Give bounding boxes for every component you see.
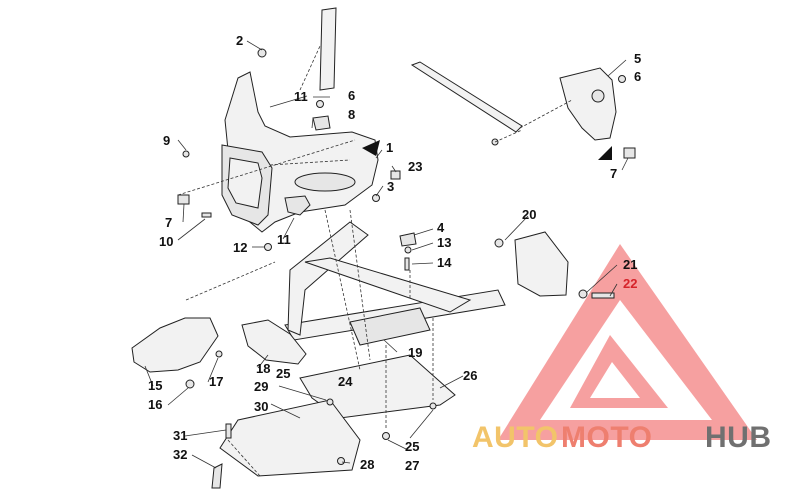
assembly-lines bbox=[177, 45, 573, 477]
side-mount-20 bbox=[514, 231, 569, 297]
callout-11-bottom: 11 bbox=[277, 232, 291, 247]
bolt-6-left bbox=[316, 100, 324, 108]
skid-plate-26 bbox=[299, 354, 456, 419]
rear-bracket-assembly bbox=[410, 61, 636, 160]
bracket-hole bbox=[591, 89, 605, 103]
side-bracket bbox=[284, 195, 311, 216]
skid-plates bbox=[211, 354, 456, 489]
bolt-2 bbox=[257, 48, 267, 58]
mounting-bracket-5 bbox=[559, 67, 617, 141]
callout-12: 12 bbox=[233, 240, 247, 255]
screw-9 bbox=[182, 150, 190, 158]
watermark-text-hub: HUB bbox=[705, 421, 772, 454]
center-oval-opening bbox=[294, 172, 356, 192]
mount-bracket-15 bbox=[131, 317, 219, 373]
callout-6-left: 6 bbox=[348, 88, 355, 103]
arrow-marker-left bbox=[362, 140, 380, 156]
callout-16: 16 bbox=[148, 397, 162, 412]
bolt-14 bbox=[404, 257, 410, 271]
clamp-4 bbox=[399, 232, 417, 247]
frame-lower-bracket bbox=[349, 307, 431, 346]
watermark-text: AUTO MOTO HUB bbox=[472, 421, 772, 454]
nut-23 bbox=[390, 170, 401, 180]
callout-25-right: 25 bbox=[405, 439, 419, 454]
callout-labels: 1 2 3 4 5 6 6 7 7 8 9 10 11 11 12 13 14 … bbox=[148, 33, 641, 473]
bolt-16 bbox=[185, 379, 195, 389]
nut-29 bbox=[326, 398, 334, 406]
bolt-12 bbox=[264, 243, 272, 251]
bolt-27 bbox=[382, 432, 390, 440]
callout-10: 10 bbox=[159, 234, 173, 249]
windshield-panel bbox=[319, 7, 337, 91]
lower-left-mounts bbox=[131, 317, 307, 389]
bolt-17 bbox=[215, 350, 223, 358]
watermark-triangle-hole bbox=[590, 362, 640, 398]
callout-8: 8 bbox=[348, 107, 355, 122]
callout-17: 17 bbox=[209, 374, 223, 389]
callout-14: 14 bbox=[437, 255, 452, 270]
rod-32 bbox=[211, 463, 223, 489]
callout-15: 15 bbox=[148, 378, 162, 393]
bolt-3 bbox=[372, 194, 380, 202]
callout-29: 29 bbox=[254, 379, 268, 394]
bolt-25-right bbox=[429, 402, 437, 410]
callout-20: 20 bbox=[522, 207, 536, 222]
callout-5: 5 bbox=[634, 51, 641, 66]
leader-lines bbox=[144, 40, 629, 469]
callout-7-right: 7 bbox=[610, 166, 617, 181]
nut-20 bbox=[494, 238, 504, 248]
watermark-logo bbox=[498, 244, 757, 440]
callout-23: 23 bbox=[408, 159, 422, 174]
callout-22: 22 bbox=[623, 276, 637, 291]
bolt-6-right bbox=[618, 75, 626, 83]
skid-plate-30 bbox=[219, 399, 361, 477]
callout-3: 3 bbox=[387, 179, 394, 194]
washer-21 bbox=[578, 289, 588, 299]
bolt-28 bbox=[337, 457, 345, 465]
callout-7-left: 7 bbox=[165, 215, 172, 230]
headlight-opening bbox=[227, 157, 263, 209]
frame-cross-member bbox=[304, 257, 472, 313]
mount-bracket-18 bbox=[241, 319, 307, 365]
washer-13 bbox=[404, 246, 412, 254]
callout-9: 9 bbox=[163, 133, 170, 148]
watermark-text-auto: AUTO bbox=[472, 421, 558, 454]
callout-4: 4 bbox=[437, 220, 445, 235]
callout-6-right: 6 bbox=[634, 69, 641, 84]
bumper-7-left bbox=[177, 194, 190, 205]
callout-26: 26 bbox=[463, 368, 477, 383]
callout-27: 27 bbox=[405, 458, 419, 473]
callout-2: 2 bbox=[236, 33, 243, 48]
callout-25-left: 25 bbox=[276, 366, 290, 381]
callout-28: 28 bbox=[360, 457, 374, 472]
main-chassis-frame bbox=[284, 221, 615, 346]
pin-31 bbox=[225, 423, 232, 439]
callout-32: 32 bbox=[173, 447, 187, 462]
front-frame-assembly bbox=[177, 7, 401, 251]
callout-31: 31 bbox=[173, 428, 187, 443]
callout-18: 18 bbox=[256, 361, 270, 376]
watermark-text-moto: MOTO bbox=[561, 421, 652, 454]
callout-30: 30 bbox=[254, 399, 268, 414]
callout-1: 1 bbox=[386, 140, 393, 155]
callout-11-top: 11 bbox=[294, 89, 308, 104]
screw-10 bbox=[201, 212, 212, 218]
callout-21: 21 bbox=[623, 257, 637, 272]
bolt-22 bbox=[591, 292, 615, 299]
bumper-7-right bbox=[623, 147, 636, 159]
clip-8 bbox=[312, 115, 331, 131]
arrow-marker-right bbox=[598, 146, 612, 160]
support-rod bbox=[410, 61, 523, 133]
frame-rail-left bbox=[287, 221, 369, 336]
callout-19: 19 bbox=[408, 345, 422, 360]
callout-13: 13 bbox=[437, 235, 451, 250]
callout-24: 24 bbox=[338, 374, 353, 389]
